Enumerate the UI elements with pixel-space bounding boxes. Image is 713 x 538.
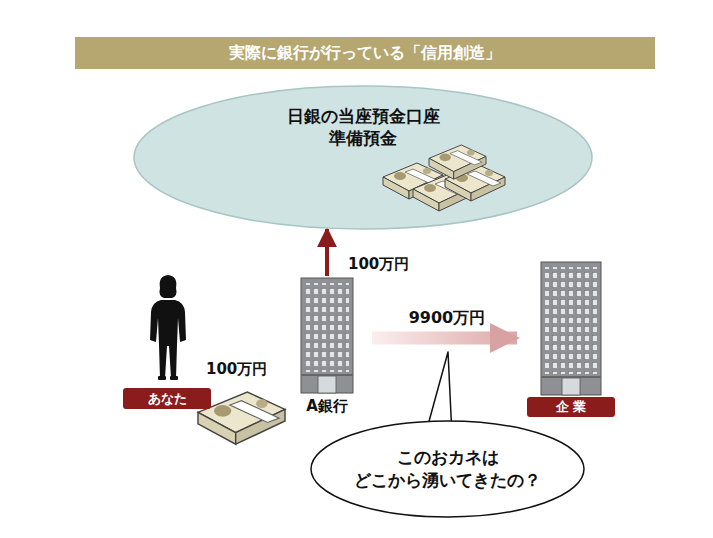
flow-arrow <box>372 332 517 345</box>
bank-building <box>296 278 358 394</box>
bubble-text: このおカネは どこから湧いてきたの？ <box>345 446 550 492</box>
tag-text: あなた <box>148 390 187 408</box>
title-band: 実際に銀行が行っている「信用創造」 <box>75 37 655 69</box>
money-bundle <box>198 392 285 444</box>
tag-node: あなた <box>123 388 211 409</box>
bubble-outline <box>310 420 585 518</box>
ellipse-node: 日銀の当座預金口座 準備預金 <box>133 85 593 230</box>
amount-label: 100万円 <box>345 255 412 274</box>
building-icon <box>301 278 353 393</box>
company-tag: 企 業 <box>527 397 615 417</box>
company-building <box>527 262 615 396</box>
ellipse-text: 日銀の当座預金口座 準備預金 <box>263 105 463 149</box>
building-icon <box>541 262 601 395</box>
money-bundle <box>198 392 285 444</box>
company-text: 企 業 <box>556 398 587 416</box>
person-silhouette <box>150 275 186 380</box>
amount-label: 9900万円 <box>406 308 489 329</box>
bank-node: A銀行 <box>296 278 358 418</box>
bank-text: A銀行 <box>296 397 358 416</box>
company-node: 企 業 <box>527 262 615 417</box>
amount-label: 100万円 <box>203 360 270 379</box>
title-text: 実際に銀行が行っている「信用創造」 <box>229 43 501 64</box>
flow-arrow <box>325 229 329 276</box>
money-bundle <box>429 145 486 179</box>
money-bundle <box>413 175 473 211</box>
bubble-node: このおカネは どこから湧いてきたの？ <box>310 420 585 518</box>
